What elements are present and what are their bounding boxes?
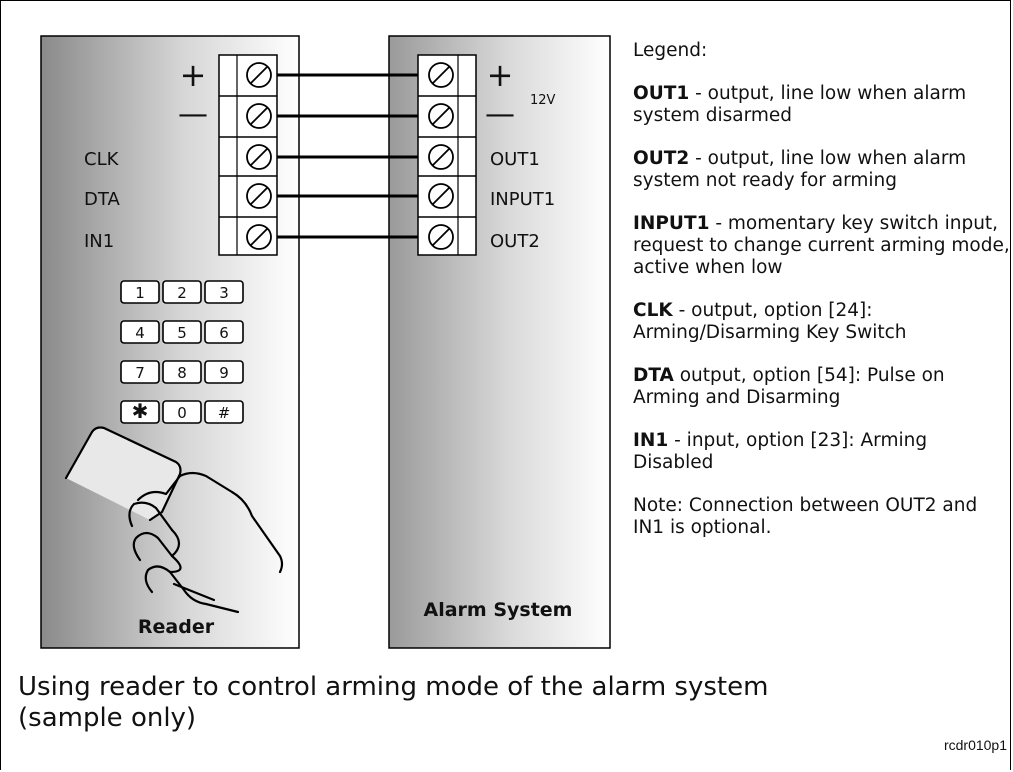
legend-text: - output, line low when alarm system dis…: [633, 83, 967, 126]
keypad-key-label: 5: [177, 324, 187, 342]
alarm-terminal-screw-slot: [432, 148, 450, 166]
wires: [275, 73, 425, 239]
keypad-key-label: 7: [135, 364, 145, 382]
keypad-key-frame: [120, 400, 160, 424]
alarm-minus-symbol: —: [485, 97, 515, 132]
reader-title: Reader: [138, 616, 215, 638]
legend-text: - output, option [24]: Arming/Disarming …: [633, 300, 907, 343]
legend: Legend: OUT1 - output, line low when ala…: [633, 40, 1011, 560]
reader-label-clk: CLK: [84, 149, 120, 170]
caption-line-1: Using reader to control arming mode of t…: [18, 672, 769, 702]
reader-terminal-block: [218, 54, 278, 256]
keypad-key: 2: [162, 280, 202, 304]
legend-term: OUT2: [633, 148, 690, 169]
keypad-key-frame: [162, 320, 202, 344]
alarm-terminal-screw-slot: [432, 107, 450, 125]
reader-terminal-screw-slot: [250, 66, 268, 84]
legend-term: OUT1: [633, 83, 690, 104]
reader-terminal-screw-slot: [250, 107, 268, 125]
keypad-key-label: 6: [219, 324, 229, 342]
alarm-terminal-screw-slot: [432, 66, 450, 84]
keypad-key-label: 0: [177, 404, 187, 422]
alarm-title: Alarm System: [424, 599, 573, 621]
keypad-key: #: [204, 400, 244, 424]
legend-text: - momentary key switch input, request to…: [633, 213, 1010, 278]
legend-term: CLK: [633, 300, 673, 321]
wiring-diagram: + — CLK DTA IN1 + — 12V OUT1 INPUT1 OUT2…: [40, 35, 611, 649]
reader-terminal-screw-slot: [250, 228, 268, 246]
alarm-terminal-screw-slot: [432, 228, 450, 246]
keypad-key-label: ✱: [132, 399, 149, 423]
legend-item-input1: INPUT1 - momentary key switch input, req…: [633, 213, 1011, 279]
keypad-key-frame: [204, 280, 244, 304]
alarm-label-input1: INPUT1: [490, 189, 555, 210]
keypad-key-frame: [204, 400, 244, 424]
alarm-label-out2: OUT2: [490, 231, 540, 252]
legend-item-clk: CLK - output, option [24]: Arming/Disarm…: [633, 300, 1011, 344]
alarm-label-out1: OUT1: [490, 149, 540, 170]
keypad-key-frame: [120, 280, 160, 304]
keypad-key-frame: [120, 320, 160, 344]
reader-minus-symbol: —: [178, 97, 208, 132]
keypad-key-frame: [162, 360, 202, 384]
keypad-key-label: #: [218, 404, 231, 422]
keypad-key: ✱: [120, 399, 160, 424]
keypad-key: 8: [162, 360, 202, 384]
keypad-key-label: 9: [219, 364, 229, 382]
figure-code: rcdr010p1: [943, 737, 1007, 753]
keypad-key-label: 8: [177, 364, 187, 382]
keypad: 1 2 3 4 5 6 7 8 9 ✱ 0 #: [120, 280, 244, 424]
legend-item-out2: OUT2 - output, line low when alarm syste…: [633, 148, 1011, 192]
keypad-key: 0: [162, 400, 202, 424]
keypad-key-frame: [162, 280, 202, 304]
keypad-key: 1: [120, 280, 160, 304]
keypad-key: 9: [204, 360, 244, 384]
reader-terminal-screw-slot: [250, 187, 268, 205]
keypad-key: 3: [204, 280, 244, 304]
keypad-key-label: 3: [219, 284, 229, 302]
figure-caption: Using reader to control arming mode of t…: [18, 672, 768, 734]
hand-card-icon: [64, 426, 284, 614]
keypad-key: 7: [120, 360, 160, 384]
legend-text: Note: Connection between OUT2 and IN1 is…: [633, 495, 978, 538]
legend-text: - input, option [23]: Arming Disabled: [633, 430, 928, 473]
legend-text: - output, line low when alarm system not…: [633, 148, 967, 191]
caption-line-2: (sample only): [18, 703, 197, 733]
reader-label-dta: DTA: [84, 189, 120, 210]
keypad-key-label: 4: [135, 324, 145, 342]
keypad-key: 4: [120, 320, 160, 344]
keypad-key-label: 2: [177, 284, 187, 302]
alarm-plus-symbol: +: [487, 56, 514, 94]
alarm-voltage-label: 12V: [530, 93, 556, 108]
keypad-key-label: 1: [135, 284, 145, 302]
keypad-key: 5: [162, 320, 202, 344]
legend-item-out1: OUT1 - output, line low when alarm syste…: [633, 83, 1011, 127]
legend-note: Note: Connection between OUT2 and IN1 is…: [633, 495, 1011, 539]
alarm-terminal-screw-slot: [432, 187, 450, 205]
reader-terminal-screw-slot: [250, 148, 268, 166]
legend-text: output, option [54]: Pulse on Arming and…: [633, 365, 945, 408]
keypad-key-frame: [204, 360, 244, 384]
keypad-key: 6: [204, 320, 244, 344]
keypad-key-frame: [162, 400, 202, 424]
keypad-key-frame: [204, 320, 244, 344]
legend-item-in1: IN1 - input, option [23]: Arming Disable…: [633, 430, 1011, 474]
legend-term: IN1: [633, 430, 669, 451]
legend-term: DTA: [633, 365, 674, 386]
keypad-key-frame: [120, 360, 160, 384]
reader-label-in1: IN1: [84, 231, 114, 252]
legend-title: Legend:: [633, 40, 708, 61]
legend-item-dta: DTA output, option [54]: Pulse on Arming…: [633, 365, 1011, 409]
alarm-terminal-block: [417, 54, 477, 256]
legend-term: INPUT1: [633, 213, 710, 234]
reader-plus-symbol: +: [180, 56, 207, 94]
